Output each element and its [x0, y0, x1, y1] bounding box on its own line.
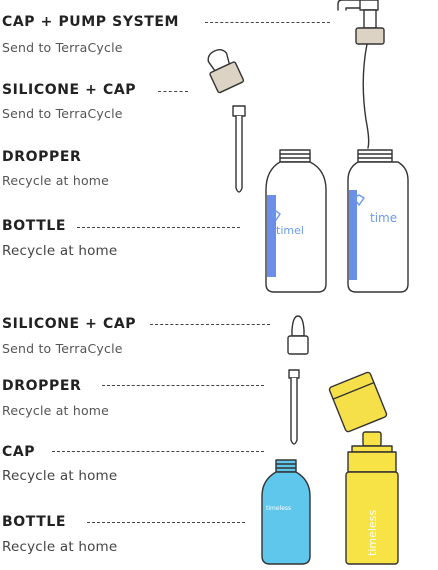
brand-label-small: timel	[271, 210, 304, 237]
dropper-tube-illustration	[232, 105, 246, 193]
dropper-illustration-2	[288, 369, 300, 445]
cap-pump-sub: Send to TerraCycle	[2, 40, 123, 55]
brand-label-cyan: timeless	[266, 505, 291, 512]
dropper-sub-2: Recycle at home	[2, 403, 110, 418]
silicone-cap-title-2: SILICONE + CAP	[2, 316, 137, 332]
leader-line	[87, 522, 245, 523]
bottle-title-2: BOTTLE	[2, 514, 67, 530]
small-bottle-illustration	[265, 149, 327, 293]
silicone-cap-illustration-2	[287, 315, 309, 355]
silicone-cap-sub: Send to TerraCycle	[2, 106, 123, 121]
brand-label-yellow: timeless	[366, 510, 379, 556]
leader-line	[52, 451, 264, 452]
dropper-title: DROPPER	[2, 149, 82, 165]
dropper-sub: Recycle at home	[2, 173, 110, 188]
cap-sub: Recycle at home	[2, 468, 118, 484]
brand-text-cyan: timeless	[266, 505, 291, 512]
cap-title: CAP	[2, 444, 36, 460]
bottle-title: BOTTLE	[2, 218, 67, 234]
cap-pump-title: CAP + PUMP SYSTEM	[2, 14, 180, 30]
cyan-bottle-illustration	[261, 459, 311, 565]
brand-text-small: timel	[276, 224, 304, 237]
brand-text-yellow: timeless	[366, 510, 379, 556]
leader-line	[158, 91, 188, 92]
pump-cap-illustration	[337, 0, 385, 149]
dropper-illustration	[207, 49, 245, 94]
leader-line	[102, 385, 264, 386]
bottle-sub: Recycle at home	[2, 243, 118, 259]
dropper-title-2: DROPPER	[2, 378, 82, 394]
bottle-sub-2: Recycle at home	[2, 539, 118, 555]
brand-label-tall: time	[352, 194, 397, 225]
leader-line	[205, 22, 330, 23]
yellow-cap-illustration	[328, 371, 388, 433]
leader-line	[77, 227, 240, 228]
silicone-cap-title: SILICONE + CAP	[2, 82, 137, 98]
silicone-cap-sub-2: Send to TerraCycle	[2, 341, 123, 356]
brand-text-tall: time	[370, 211, 397, 225]
yellow-bottle-illustration	[345, 431, 399, 565]
tall-bottle-illustration	[347, 149, 409, 293]
leader-line	[150, 324, 270, 325]
